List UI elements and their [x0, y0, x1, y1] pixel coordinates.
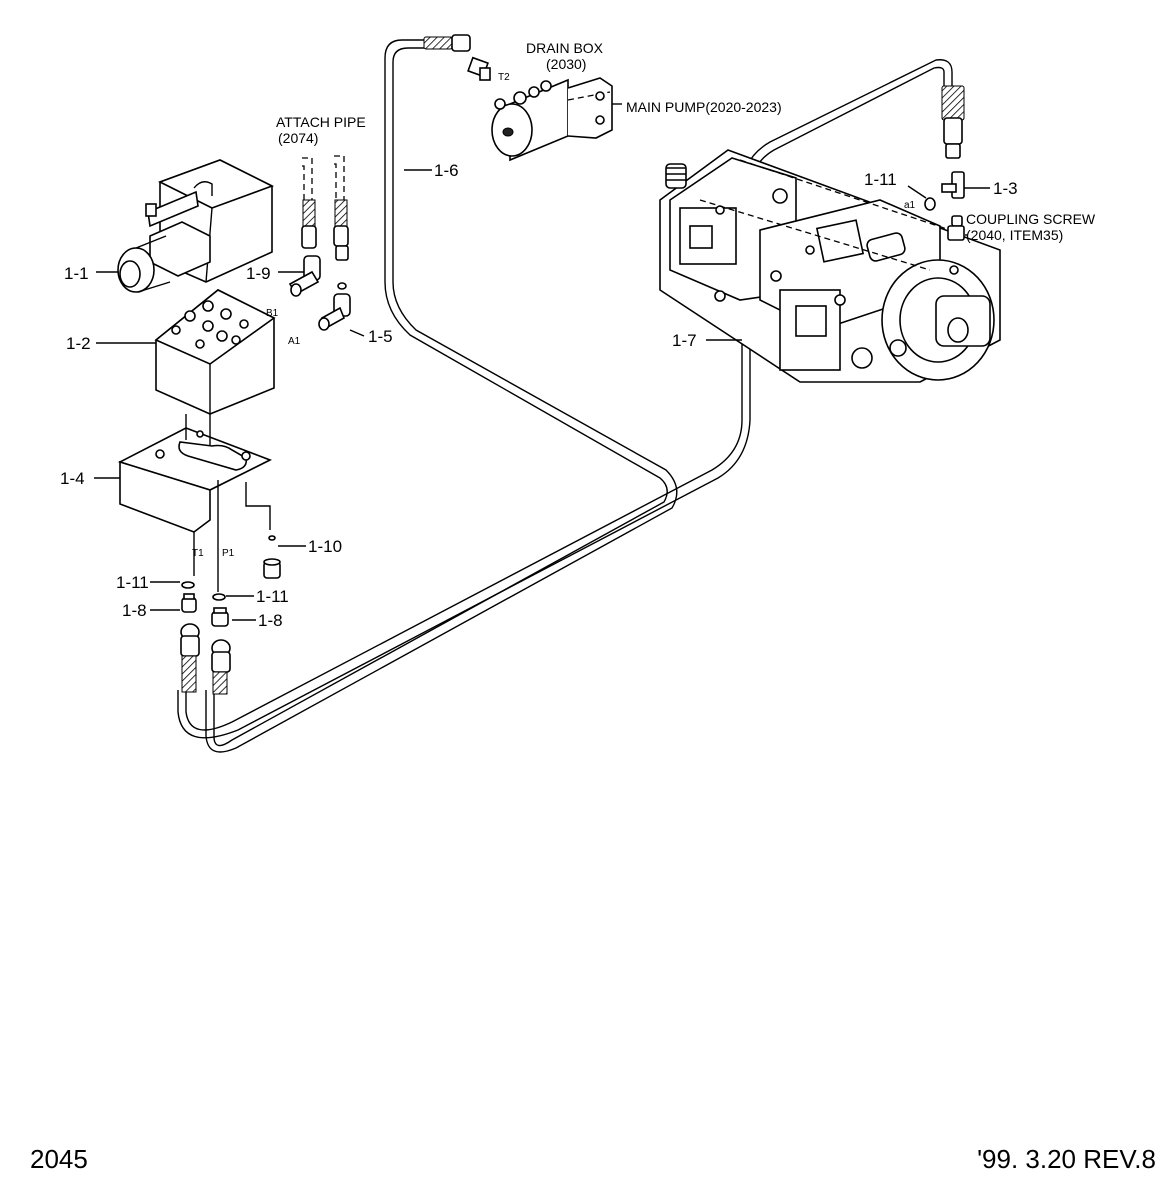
valve-block: [154, 289, 276, 415]
hose-end-fitting-lower-right: [211, 639, 231, 695]
page-number: 2045: [30, 1144, 88, 1174]
callout-1-8-right: 1-8: [258, 611, 283, 630]
solenoid-valve: [117, 159, 275, 293]
port-t2: T2: [498, 72, 510, 83]
callout-1-7: 1-7: [672, 331, 697, 350]
port-b1: B1: [266, 308, 279, 319]
attach-pipe: [301, 155, 349, 261]
callout-1-2: 1-2: [66, 334, 91, 353]
callout-1-6: 1-6: [434, 161, 459, 180]
revision-stamp: '99. 3.20 REV.8: [977, 1144, 1156, 1174]
hose-end-fitting-upper: [423, 34, 491, 81]
callout-1-11-left: 1-11: [116, 573, 149, 592]
attach-pipe-number: (2074): [278, 130, 318, 146]
callout-1-8-left: 1-8: [122, 601, 147, 620]
elbow-fitting-1-5: [318, 282, 351, 331]
o-ring-lower-right: [212, 593, 226, 601]
o-ring-pump: [924, 197, 936, 211]
port-t1: T1: [192, 548, 204, 559]
leader-lines: [94, 103, 990, 621]
port-p1: P1: [222, 548, 235, 559]
callout-1-11-right: 1-11: [256, 587, 289, 606]
main-pump: [659, 149, 1001, 383]
callout-1-4: 1-4: [60, 469, 85, 488]
o-ring-lower-left: [181, 581, 195, 589]
attach-pipe-label: ATTACH PIPE: [276, 114, 366, 130]
callout-1-10: 1-10: [308, 537, 342, 556]
hose-1-7: [177, 59, 953, 739]
callout-1-3: 1-3: [993, 179, 1018, 198]
coupling-screw: [947, 215, 965, 241]
plug: [263, 535, 281, 579]
drain-box-number: (2030): [546, 56, 586, 72]
adapter-lower-left: [181, 593, 197, 613]
tee-fitting-1-3: [941, 171, 965, 199]
coupling-screw-number: (2040, ITEM35): [966, 227, 1063, 243]
main-pump-label: MAIN PUMP(2020-2023): [626, 99, 782, 115]
callout-1-9: 1-9: [246, 264, 271, 283]
drain-box-label: DRAIN BOX: [526, 40, 604, 56]
callout-1-5: 1-5: [368, 327, 393, 346]
mounting-bracket: [117, 414, 272, 592]
port-a1: A1: [288, 336, 301, 347]
coupling-screw-label: COUPLING SCREW: [966, 211, 1096, 227]
hose-end-fitting-pump: [941, 85, 965, 159]
elbow-fitting-1-9: [288, 255, 321, 297]
hose-1-6: [205, 39, 678, 753]
drain-box: [491, 77, 613, 162]
port-a1-pump: a1: [904, 200, 916, 211]
callout-1-1: 1-1: [64, 264, 89, 283]
callout-1-11-pump: 1-11: [864, 170, 897, 189]
hose-end-fitting-lower-left: [180, 623, 200, 693]
adapter-lower-right: [211, 607, 229, 627]
